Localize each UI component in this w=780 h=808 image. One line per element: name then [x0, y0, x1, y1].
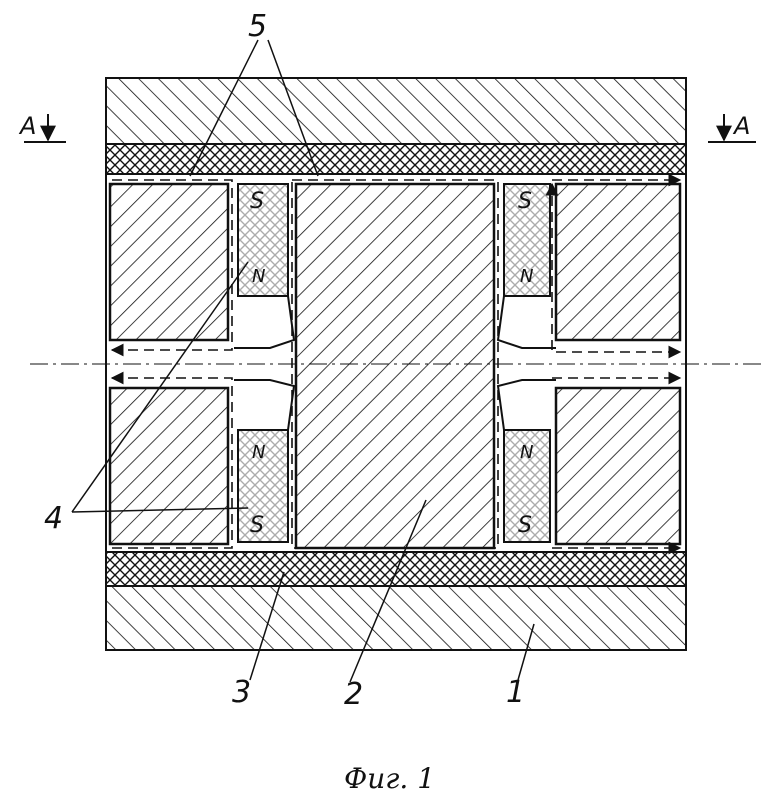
pole-label-s: S — [518, 189, 532, 214]
pole-label-s: S — [250, 189, 264, 214]
section-marker-right: A — [708, 112, 756, 142]
callout-3: 3 — [232, 675, 251, 710]
pole-label-s: S — [518, 513, 532, 538]
pole-label-s: S — [250, 513, 264, 538]
section-letter-left: A — [18, 112, 36, 140]
pole-label-n: N — [252, 442, 265, 463]
callout-1: 1 — [506, 675, 525, 710]
section-marker-left: A — [18, 112, 66, 142]
callout-2: 2 — [344, 677, 363, 712]
pole-label-n: N — [252, 266, 265, 287]
callout-5: 5 — [248, 9, 267, 44]
figure-caption: Фиг. 1 — [344, 762, 435, 795]
section-letter-right: A — [732, 112, 750, 140]
central-core — [296, 184, 494, 548]
callout-4: 4 — [44, 501, 63, 536]
pole-label-n: N — [520, 266, 533, 287]
pole-label-n: N — [520, 442, 533, 463]
